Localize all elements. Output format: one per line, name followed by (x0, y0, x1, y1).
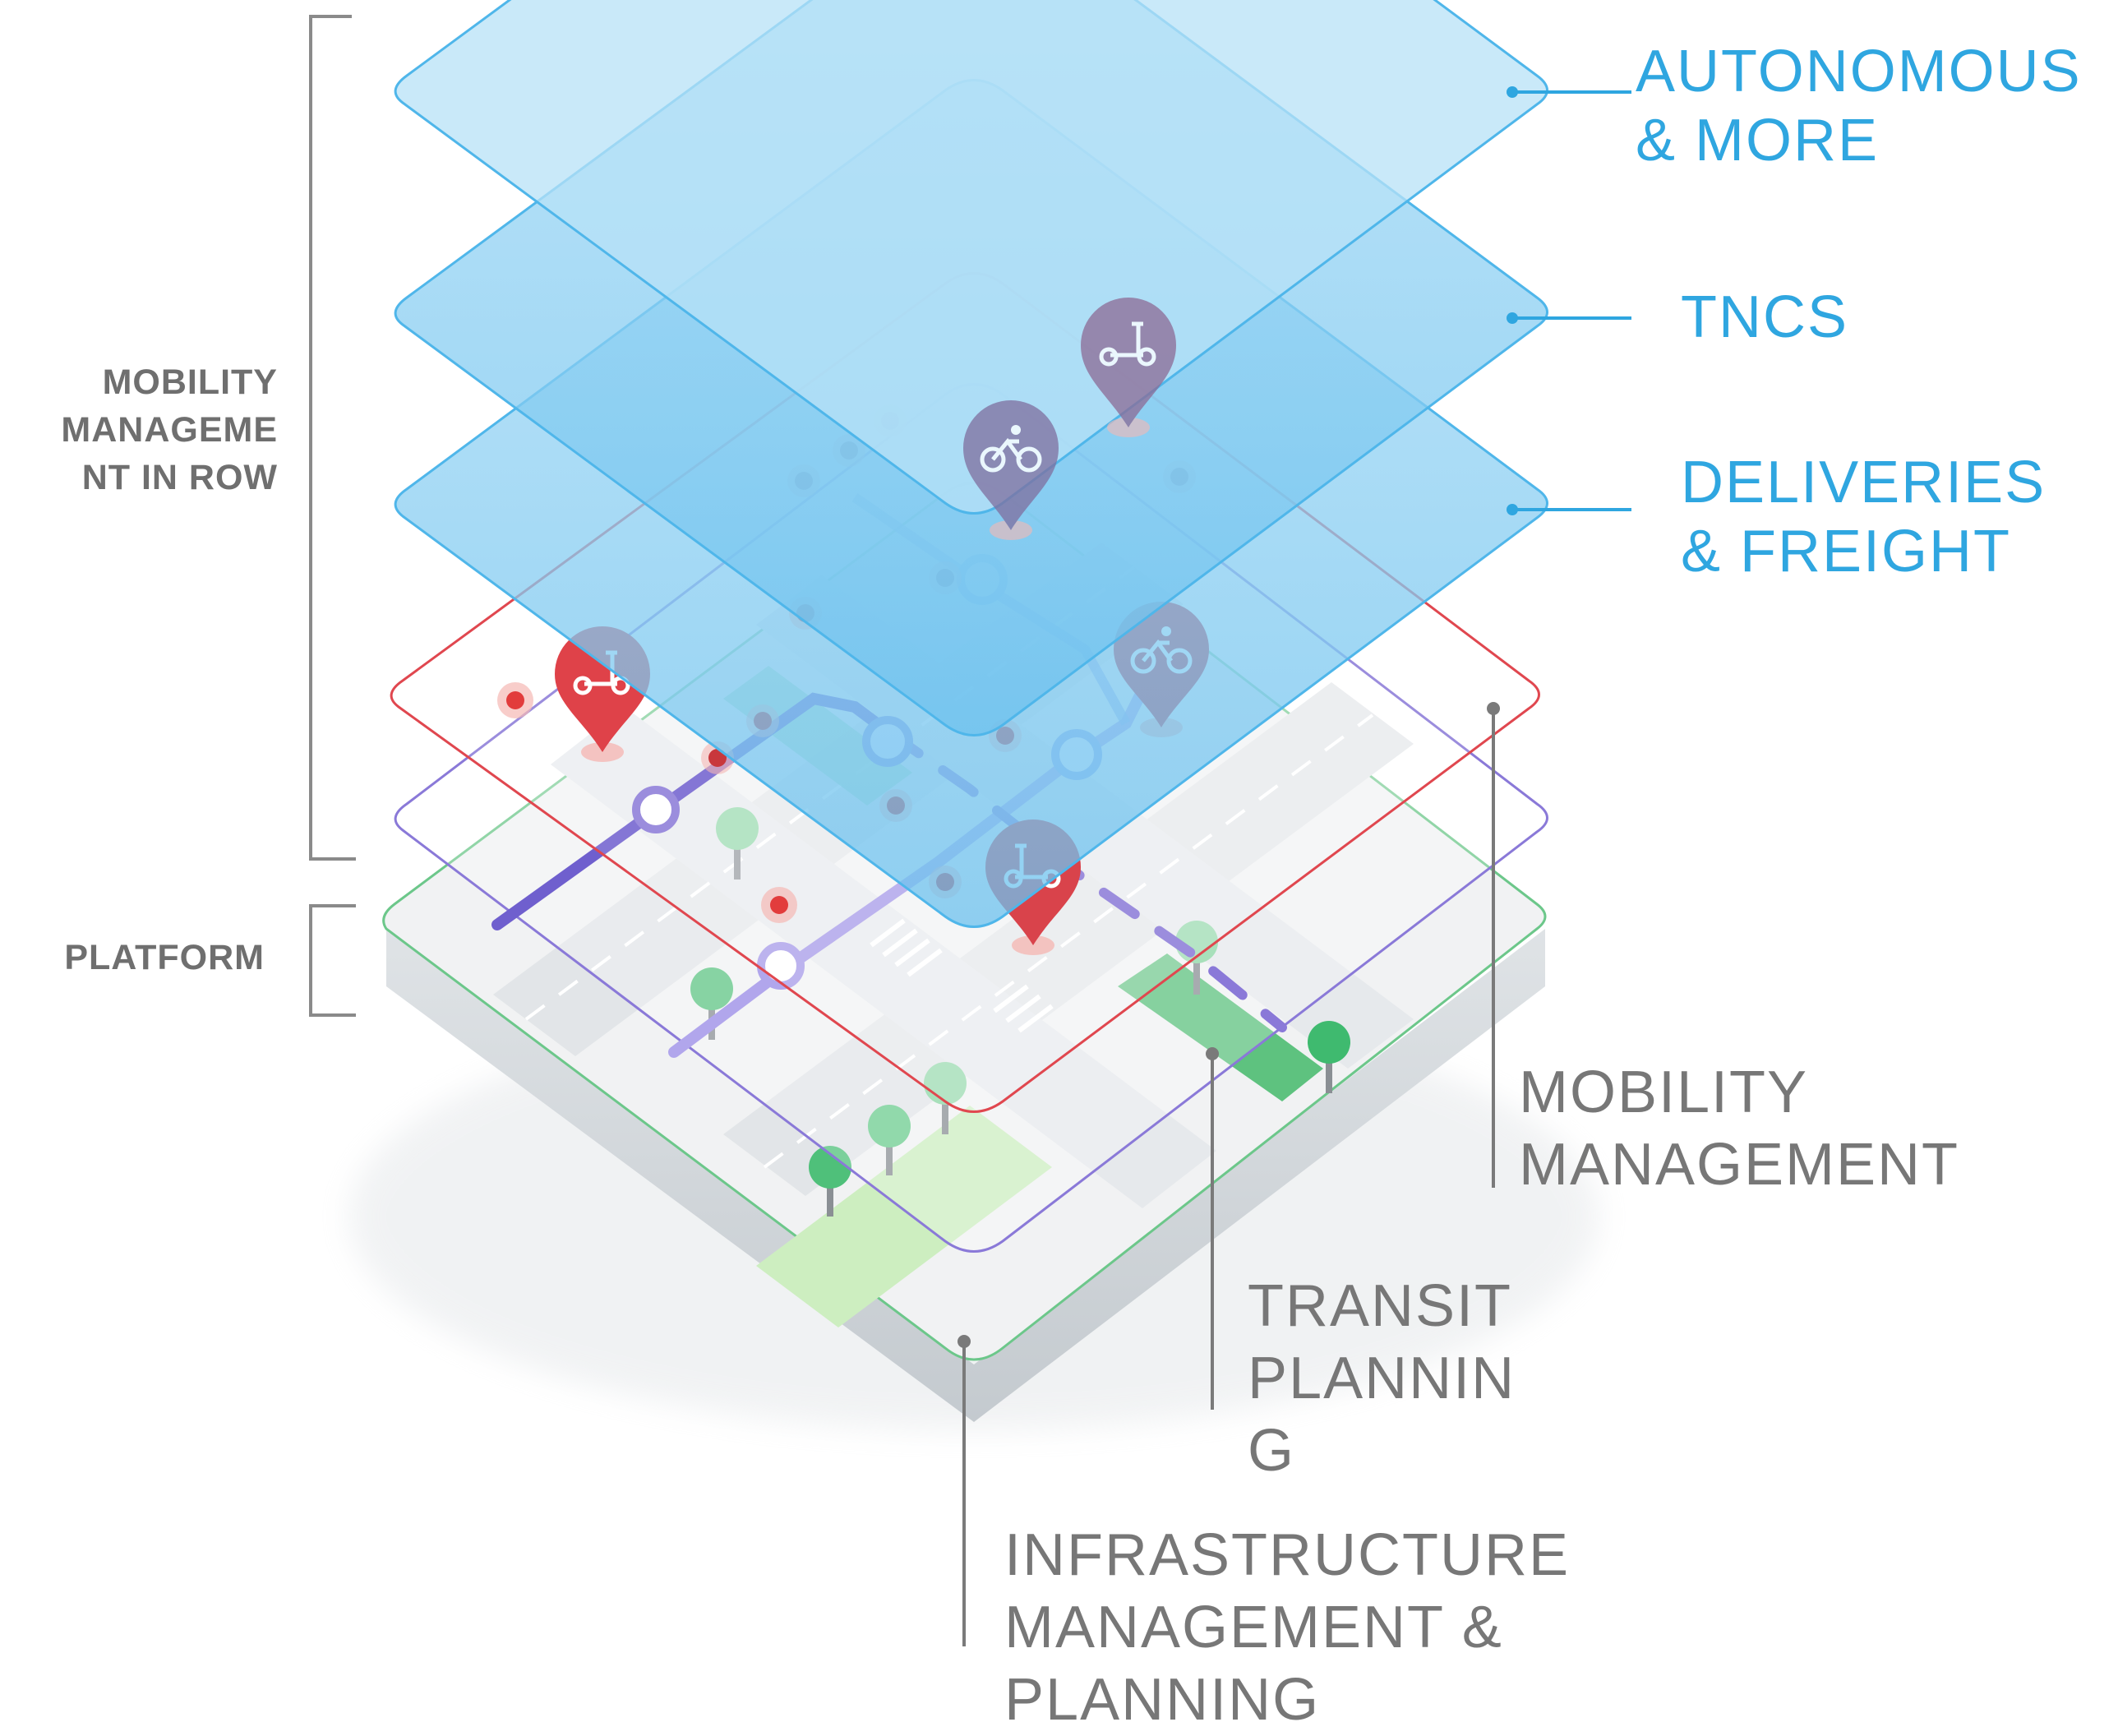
crosswalks (870, 918, 1054, 1033)
bike-pin-icon (963, 400, 1059, 540)
platform-bracket (309, 904, 356, 1017)
autonomous-label: AUTONOMOUS & MORE (1636, 39, 2082, 173)
trees (690, 807, 1350, 1217)
platform-label: PLATFORM (64, 938, 265, 977)
tncs-label: TNCS (1681, 284, 1848, 350)
bike-lane (1118, 953, 1323, 1101)
left-brackets (309, 15, 356, 1017)
scooter-pin-icon (1081, 298, 1176, 437)
park-area (756, 1106, 1052, 1327)
mobility-row-label: MOBILITY MANAGEME NT IN ROW (61, 362, 278, 497)
leader-lines (957, 86, 1631, 1646)
mobility-row-bracket (309, 15, 356, 861)
transit-planning-label: TRANSIT PLANNIN G (1248, 1273, 1516, 1484)
autonomous-layer (394, 0, 1548, 515)
infrastructure-label: INFRASTRUCTURE MANAGEMENT & PLANNING (1004, 1522, 1570, 1733)
mobility-management-label: MOBILITY MANAGEMENT (1519, 1060, 1960, 1198)
deliveries-label: DELIVERIES & FREIGHT (1681, 450, 2046, 584)
autonomous-plane (394, 0, 1548, 515)
upper-pins (963, 298, 1176, 540)
